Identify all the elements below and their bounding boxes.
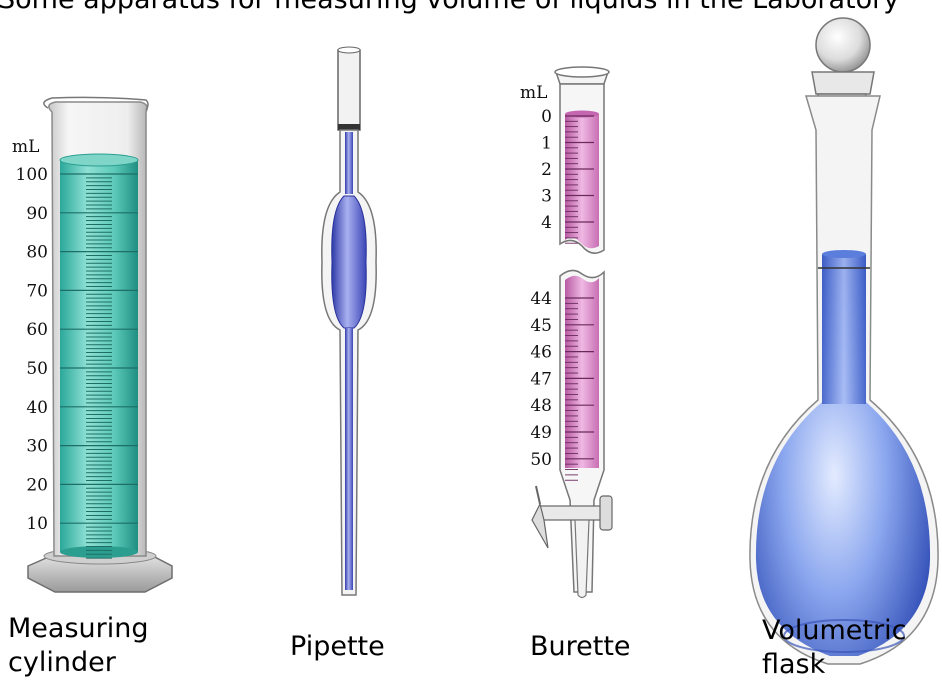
burette-scale-label: 47 (530, 369, 552, 389)
cylinder-scale-label: 10 (26, 514, 48, 534)
burette-scale-label: 1 (541, 134, 552, 154)
burette-scale-labels: 0123444454647484950 (530, 107, 552, 470)
caption-volumetric-flask: Volumetric flask (762, 614, 906, 682)
cylinder-scale-label: 60 (26, 320, 48, 340)
pipette (322, 47, 376, 595)
burette-scale-label: 50 (530, 450, 552, 470)
caption-burette: Burette (530, 630, 631, 664)
stopper-icon (816, 18, 870, 72)
caption-measuring-cylinder-line1: Measuring (8, 612, 148, 646)
burette-unit-label: mL (520, 83, 547, 103)
caption-volumetric-flask-line2: flask (762, 648, 906, 682)
burette-scale-label: 48 (530, 396, 552, 416)
measuring-cylinder: mL 100 90 80 70 60 50 40 30 20 10 (12, 97, 172, 592)
caption-pipette: Pipette (290, 630, 385, 664)
burette-scale-label: 0 (541, 107, 552, 127)
burette-scale-label: 46 (530, 343, 552, 363)
burette-scale-label: 49 (530, 423, 552, 443)
burette-scale-label: 4 (541, 213, 552, 233)
cylinder-scale-label: 80 (26, 243, 48, 263)
cylinder-scale-label: 30 (26, 437, 48, 457)
burette-scale-label: 44 (530, 289, 552, 309)
volumetric-flask (750, 18, 938, 664)
cylinder-scale-labels: 100 90 80 70 60 50 40 30 20 10 (16, 165, 48, 534)
cylinder-scale-label: 100 (16, 165, 48, 185)
burette: mL 0123444454647484950 (520, 67, 612, 598)
caption-measuring-cylinder: Measuring cylinder (8, 612, 148, 680)
burette-scale-label: 45 (530, 316, 552, 336)
cylinder-scale-label: 40 (26, 398, 48, 418)
caption-volumetric-flask-line1: Volumetric (762, 614, 906, 648)
cylinder-scale-label: 70 (26, 281, 48, 301)
cylinder-scale-label: 50 (26, 359, 48, 379)
burette-scale-label: 3 (541, 187, 552, 207)
cylinder-unit-label: mL (12, 137, 39, 157)
caption-measuring-cylinder-line2: cylinder (8, 646, 148, 680)
cylinder-scale-label: 90 (26, 204, 48, 224)
burette-scale-label: 2 (541, 160, 552, 180)
cylinder-scale-label: 20 (26, 475, 48, 495)
